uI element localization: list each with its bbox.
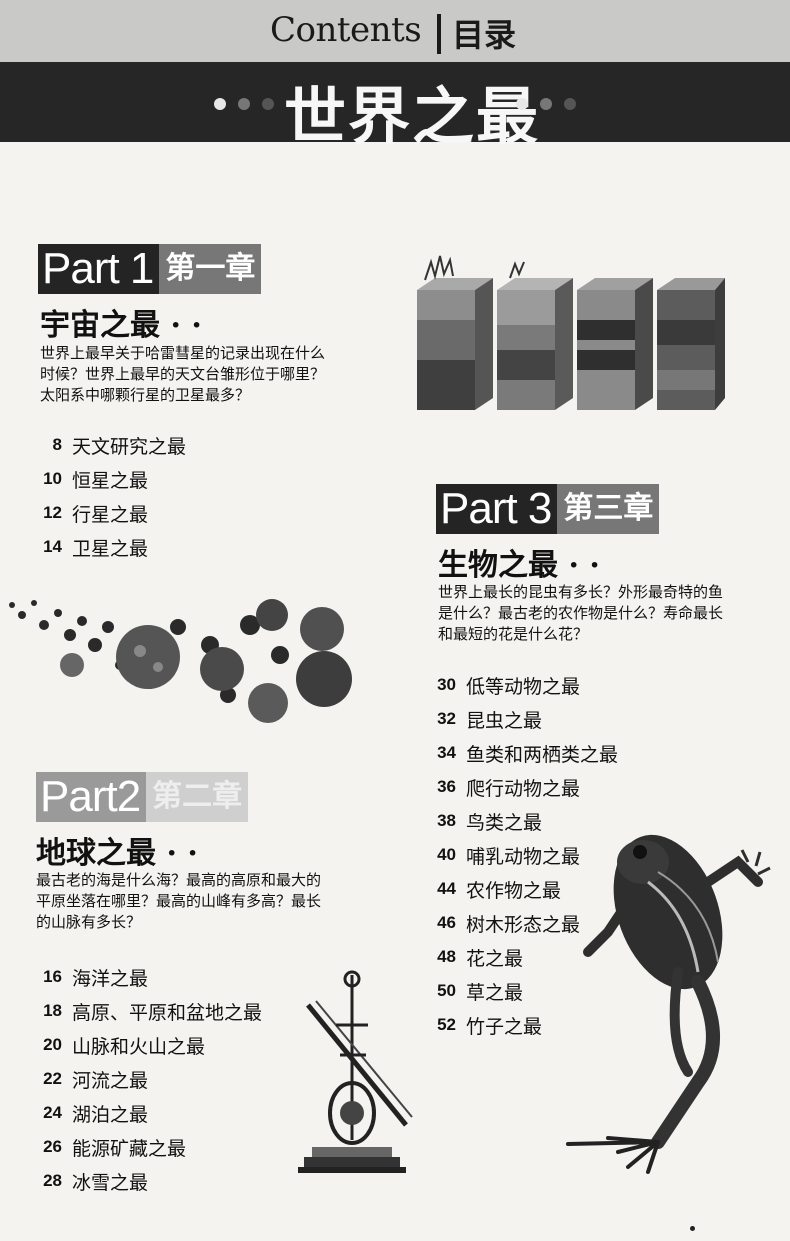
band-dot-icon: [516, 98, 528, 110]
part3-intro: 世界上最长的昆虫有多长？外形最奇特的鱼是什么？最古老的农作物是什么？寿命最长和最…: [438, 583, 724, 643]
part3-label: Part 3: [436, 484, 558, 534]
band-dot-icon: [214, 98, 226, 110]
band-dot-icon: [238, 98, 250, 110]
soil-columns-illustration: [417, 255, 725, 410]
part1-chapter: 第一章: [159, 244, 262, 294]
asteroid-large: [116, 625, 180, 689]
asteroid-medium: [248, 683, 288, 723]
astronomical-instrument-illustration: [298, 970, 413, 1173]
header-top-bar: [0, 0, 790, 62]
band-dot-icon: [540, 98, 552, 110]
frog-illustration: [566, 834, 771, 1174]
part1-badge: Part 1 第一章: [38, 244, 262, 294]
part2-chapter: 第二章: [146, 772, 249, 822]
part2-badge: Part2 第二章: [36, 772, 249, 822]
soil-column-4: [657, 278, 725, 410]
part3-chapter: 第三章: [557, 484, 660, 534]
heading-separator: [437, 14, 441, 54]
part1-intro: 世界上最早关于哈雷彗星的记录出现在什么时候？世界上最早的天文台雏形位于哪里？太阳…: [40, 344, 326, 404]
asteroids-illustration: [9, 599, 352, 723]
part3-badge: Part 3 第三章: [436, 484, 660, 534]
title-band: [0, 62, 790, 142]
soil-column-1: [417, 255, 493, 410]
asteroid-large: [296, 651, 352, 707]
part3-title: 生物之最 · ·: [438, 548, 600, 583]
band-dot-icon: [564, 98, 576, 110]
part2-intro: 最古老的海是什么海？最高的高原和最大的平原坐落在哪里？最高的山峰有多高？最长的山…: [36, 871, 322, 931]
asteroid-small: [256, 599, 288, 631]
soil-column-2: [497, 261, 573, 410]
part2-label: Part2: [36, 772, 147, 822]
page-speck: [690, 1226, 695, 1231]
contents-heading-en: Contents: [270, 10, 422, 50]
contents-heading-cn: 目录: [452, 16, 517, 54]
part1-label: Part 1: [38, 244, 160, 294]
band-dot-icon: [262, 98, 274, 110]
part1-title: 宇宙之最 · ·: [40, 308, 202, 343]
book-title: 世界之最: [284, 80, 541, 153]
part2-title: 地球之最 · ·: [36, 836, 198, 871]
asteroid-medium: [200, 647, 244, 691]
soil-column-3: [577, 278, 653, 410]
asteroid-medium: [300, 607, 344, 651]
